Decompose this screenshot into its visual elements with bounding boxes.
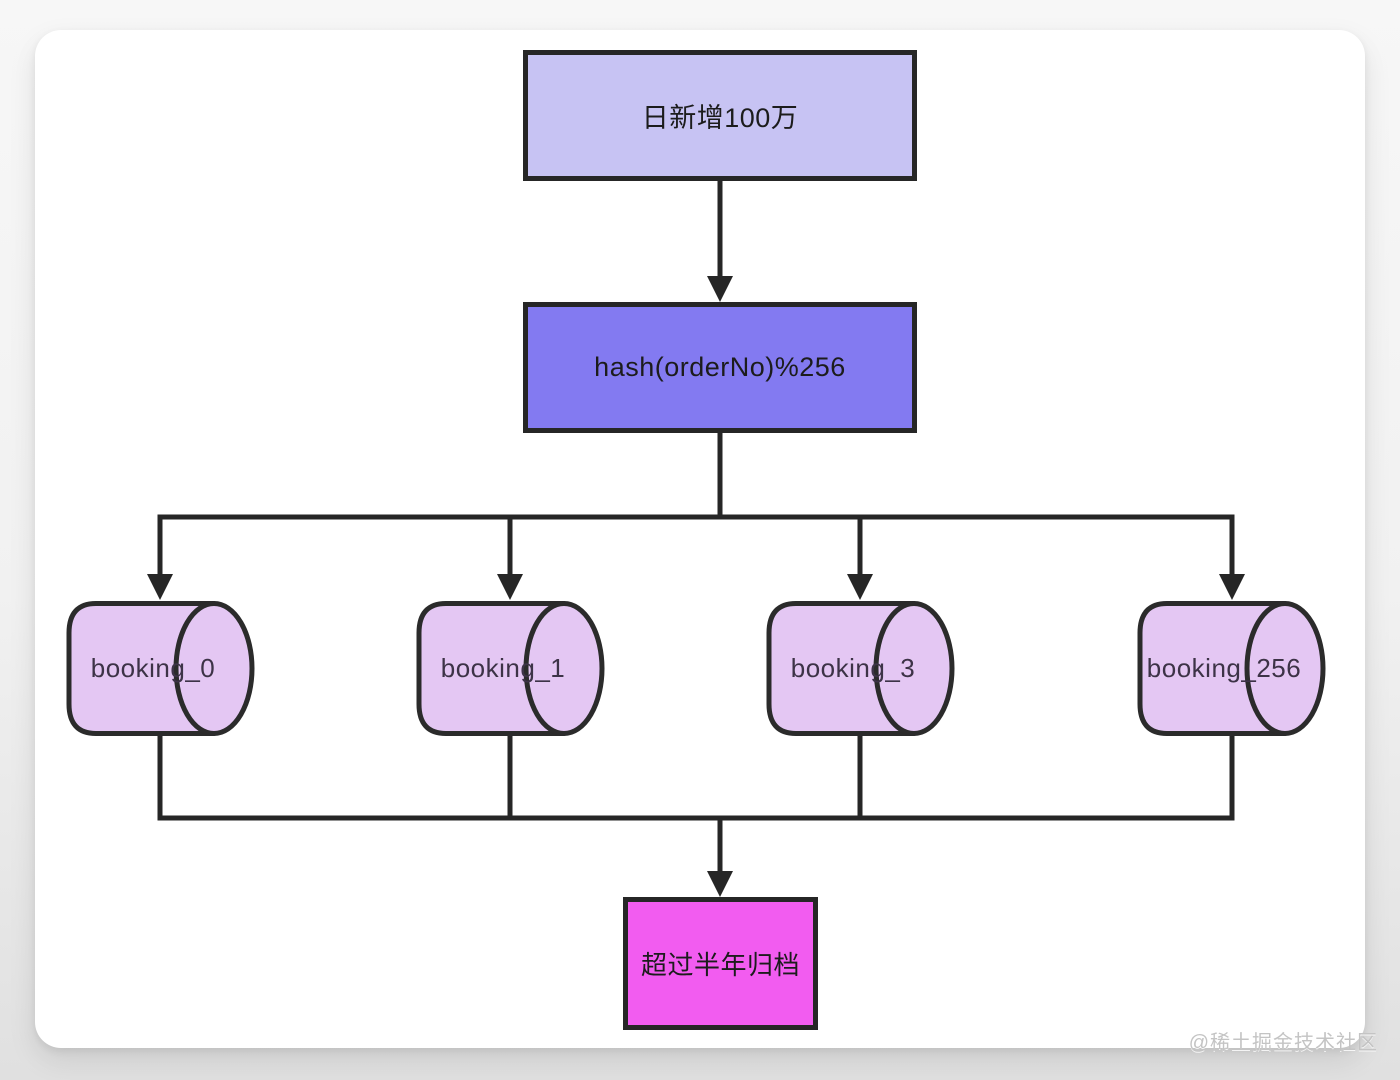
db-cylinder-label: booking_256 <box>1146 653 1302 683</box>
watermark-text: @稀土掘金技术社区 <box>1188 1032 1378 1054</box>
flow-node-archive-label: 超过半年归档 <box>640 950 800 980</box>
database-cylinder-icon <box>766 601 955 736</box>
flow-node-archive: 超过半年归档 <box>623 897 818 1030</box>
db-cylinder-booking-1: booking_1 <box>414 600 606 737</box>
db-cylinder-label: booking_1 <box>440 653 566 683</box>
database-cylinder-icon <box>66 601 255 736</box>
flow-node-daily-volume-label: 日新增100万 <box>641 103 799 133</box>
database-cylinder-icon <box>416 601 605 736</box>
db-cylinder-booking-0: booking_0 <box>64 600 256 737</box>
flow-node-hash-router: hash(orderNo)%256 <box>523 302 917 433</box>
db-cylinder-label: booking_3 <box>790 653 916 683</box>
diagram-card <box>35 30 1365 1048</box>
database-cylinder-icon <box>1137 601 1326 736</box>
db-cylinder-label: booking_0 <box>90 653 216 683</box>
flow-node-hash-router-label: hash(orderNo)%256 <box>594 352 846 382</box>
db-cylinder-booking-256: booking_256 <box>1135 600 1327 737</box>
flow-node-daily-volume: 日新增100万 <box>523 50 917 181</box>
db-cylinder-booking-3: booking_3 <box>764 600 956 737</box>
